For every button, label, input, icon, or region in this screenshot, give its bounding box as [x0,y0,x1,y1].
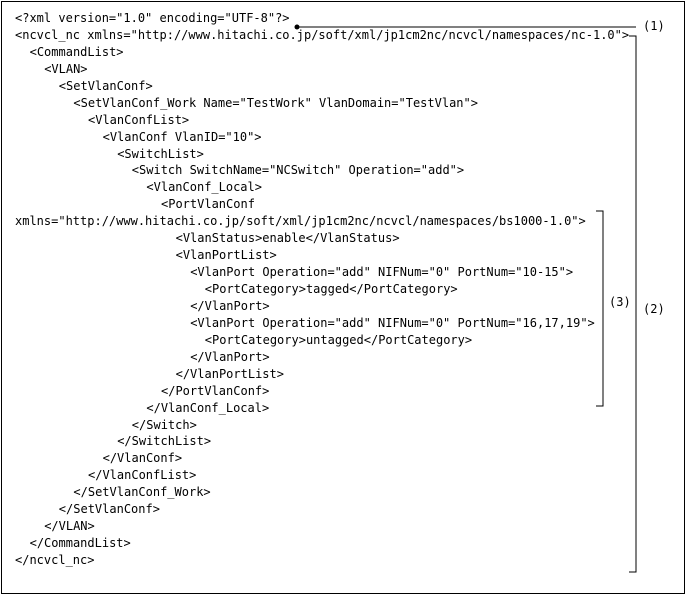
code-line: <VlanStatus>enable</VlanStatus> [175,231,400,246]
code-line: </PortVlanConf> [161,383,270,398]
bracket-2 [629,35,637,573]
marker-1-label: (1) [643,19,665,33]
code-line: <CommandList> [29,44,124,59]
code-line: <PortCategory>untagged</PortCategory> [204,332,473,347]
code-line: xmlns="http://www.hitachi.co.jp/soft/xml… [15,214,586,229]
code-line: <VlanConf_Local> [146,180,262,195]
code-line: <Switch SwitchName="NCSwitch" Operation=… [131,163,465,178]
code-line: </SetVlanConf_Work> [73,485,211,500]
code-line: </VlanConf_Local> [146,400,270,415]
code-line: <VlanPortList> [175,248,277,263]
code-line: </VlanPort> [190,349,270,364]
code-line: <VLAN> [44,61,88,76]
code-line: <PortVlanConf [161,197,255,212]
code-line: <?xml version="1.0" encoding="UTF-8"?> [15,11,290,25]
code-line: </VlanConf> [102,451,183,466]
code-line: <SetVlanConf_Work Name="TestWork" VlanDo… [73,95,478,110]
code-line: </ncvcl_nc> [15,553,95,567]
code-line: </SetVlanConf> [58,502,160,517]
code-line: <ncvcl_nc xmlns="http://www.hitachi.co.j… [15,27,630,42]
code-line: </VlanPort> [190,298,270,313]
code-line: </CommandList> [29,536,131,551]
bracket-3 [596,210,604,407]
code-line: </VLAN> [44,519,95,534]
marker-3-label: (3) [609,295,631,309]
code-line: </VlanPortList> [175,366,284,381]
code-line: <VlanPort Operation="add" NIFNum="0" Por… [190,315,595,330]
code-line: <VlanConfList> [88,112,190,127]
code-line: </Switch> [131,417,197,432]
code-line: <VlanPort Operation="add" NIFNum="0" Por… [190,265,574,280]
code-line: </VlanConfList> [88,468,197,483]
code-line: <PortCategory>tagged</PortCategory> [204,282,458,296]
code-line: <SetVlanConf> [58,78,153,93]
code-line: </SwitchList> [117,434,212,449]
xml-code-listing: <?xml version="1.0" encoding="UTF-8"?> <n… [15,10,635,569]
marker-2-label: (2) [643,302,665,316]
code-line: <VlanConf VlanID="10"> [102,129,262,144]
code-line: <SwitchList> [117,146,204,161]
